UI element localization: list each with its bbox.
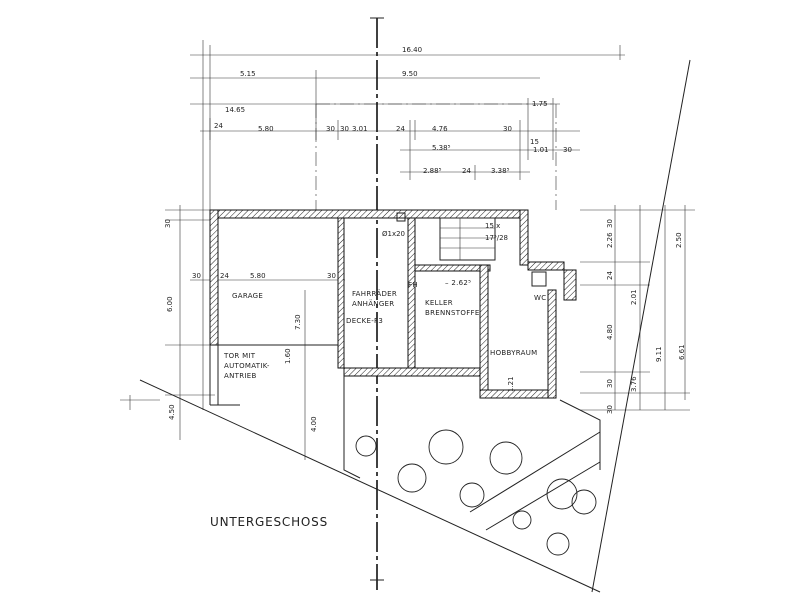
dim-right-4-80: 4.80 — [606, 324, 614, 340]
stair-ratio: 17⁵/28 — [485, 234, 508, 242]
garden-trees — [355, 429, 601, 556]
room-decke: DECKE-F3 — [346, 317, 383, 325]
dim-right-3-76: 3.76 — [630, 376, 638, 392]
dim-left-6-00: 6.00 — [166, 296, 174, 312]
property-boundary — [139, 59, 691, 593]
upper-floor-outline — [202, 40, 557, 410]
dim-right-30-mid: 30 — [606, 379, 614, 388]
dim-inner-5-80: 5.80 — [250, 272, 266, 280]
room-wc: WC — [534, 294, 546, 302]
building-walls — [209, 209, 601, 479]
dim-right-30-bottom: 30 — [606, 405, 614, 414]
dim-right-2-01: 2.01 — [630, 289, 638, 305]
dim-24-a: 24 — [214, 122, 223, 130]
dim-30-b: 30 — [340, 125, 349, 133]
room-keller-line1: KELLER — [425, 299, 453, 307]
dim-right-6-61: 6.61 — [678, 344, 686, 360]
column-symbol — [396, 212, 406, 222]
room-tor-line3: ANTRIEB — [224, 372, 257, 380]
dim-3-38: 3.38⁵ — [491, 167, 510, 175]
dim-9-50: 9.50 — [402, 70, 418, 78]
room-hobby: HOBBYRAUM — [490, 349, 538, 357]
dim-30-c: 30 — [503, 125, 512, 133]
room-garage: GARAGE — [232, 292, 263, 300]
dim-5-80: 5.80 — [258, 125, 274, 133]
dim-left-1-21: 1.21 — [507, 376, 515, 392]
dim-5-38: 5.38⁵ — [432, 144, 451, 152]
dim-5-15: 5.15 — [240, 70, 256, 78]
dim-24-mid: 24 — [462, 167, 471, 175]
level-annotation: – 2.62⁵ — [445, 279, 471, 287]
right-dimension-lines — [580, 205, 695, 411]
room-keller-line2: BRENNSTOFFE — [425, 309, 480, 317]
dim-left-1-60: 1.60 — [284, 348, 292, 364]
room-tor-line2: AUTOMATIK- — [224, 362, 270, 370]
stair-count: 15 x — [485, 222, 500, 230]
label-fh: FH — [408, 281, 418, 289]
dim-inner-30: 30 — [192, 272, 201, 280]
dim-left-30: 30 — [164, 219, 172, 228]
top-dimension-lines — [190, 45, 625, 180]
room-tor-line1: TOR MIT — [223, 352, 256, 360]
column-annotation: Ø1x20 — [382, 230, 405, 238]
dim-right-2-50: 2.50 — [675, 232, 683, 248]
room-fahrraeder-line2: ANHÄNGER — [352, 299, 394, 308]
dim-2-88: 2.88⁵ — [423, 167, 442, 175]
dim-4-76: 4.76 — [432, 125, 448, 133]
dim-15: 15 — [530, 138, 539, 146]
dim-24-b: 24 — [396, 125, 405, 133]
plan-title: UNTERGESCHOSS — [210, 515, 328, 529]
dim-left-7-30: 7.30 — [294, 314, 302, 330]
dim-3-01: 3.01 — [352, 125, 368, 133]
dim-16-40: 16.40 — [402, 46, 422, 54]
dim-right-2-26: 2.26 — [606, 232, 614, 248]
room-fahrraeder-line1: FAHRRÄDER — [352, 289, 397, 298]
dim-right-9-11: 9.11 — [655, 346, 663, 362]
dim-right-30-top: 30 — [606, 219, 614, 228]
dim-30-a: 30 — [326, 125, 335, 133]
dim-30-right: 30 — [563, 146, 572, 154]
dim-left-4-00: 4.00 — [310, 416, 318, 432]
dim-left-4-50: 4.50 — [168, 404, 176, 420]
dim-right-24: 24 — [606, 271, 614, 280]
dim-inner-30-b: 30 — [327, 272, 336, 280]
dim-14-65: 14.65 — [225, 106, 245, 114]
dim-1-01: 1.01 — [533, 146, 549, 154]
dim-inner-24: 24 — [220, 272, 229, 280]
dim-1-75: 1.75 — [532, 100, 548, 108]
